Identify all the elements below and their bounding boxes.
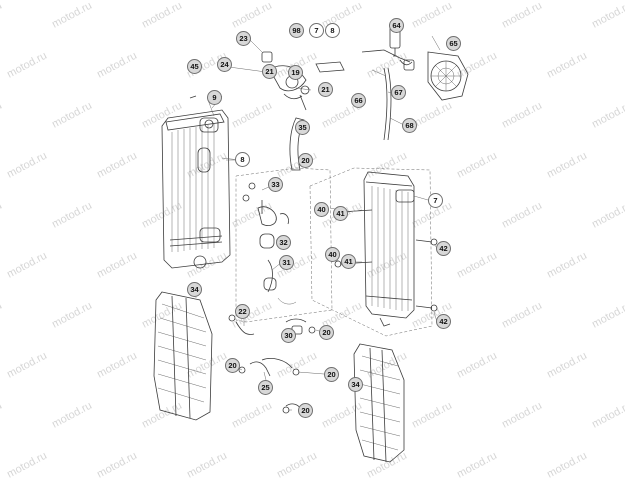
callout-33[interactable]: 33 (268, 177, 283, 192)
callout-34[interactable]: 34 (348, 377, 363, 392)
callout-7[interactable]: 7 (309, 23, 324, 38)
callout-41[interactable]: 41 (341, 254, 356, 269)
callout-8[interactable]: 8 (325, 23, 340, 38)
callout-66[interactable]: 66 (351, 93, 366, 108)
lower-hoses (228, 314, 316, 414)
left-radiator-guard (153, 291, 213, 421)
callout-20[interactable]: 20 (298, 403, 313, 418)
callout-40[interactable]: 40 (314, 202, 329, 217)
callout-20[interactable]: 20 (319, 325, 334, 340)
callout-65[interactable]: 65 (446, 36, 461, 51)
left-radiator (161, 99, 241, 269)
callout-64[interactable]: 64 (389, 18, 404, 33)
callout-31[interactable]: 31 (279, 255, 294, 270)
callout-67[interactable]: 67 (391, 85, 406, 100)
callout-24[interactable]: 24 (217, 57, 232, 72)
callout-7[interactable]: 7 (428, 193, 443, 208)
callout-42[interactable]: 42 (436, 314, 451, 329)
callout-30[interactable]: 30 (281, 328, 296, 343)
callout-20[interactable]: 20 (298, 153, 313, 168)
callout-35[interactable]: 35 (295, 120, 310, 135)
callout-21[interactable]: 21 (318, 82, 333, 97)
callout-20[interactable]: 20 (324, 367, 339, 382)
callout-32[interactable]: 32 (276, 235, 291, 250)
callout-40[interactable]: 40 (325, 247, 340, 262)
right-radiator-guard (353, 343, 405, 463)
callout-34[interactable]: 34 (187, 282, 202, 297)
callout-42[interactable]: 42 (436, 241, 451, 256)
callout-8[interactable]: 8 (235, 152, 250, 167)
callout-41[interactable]: 41 (333, 206, 348, 221)
callout-19[interactable]: 19 (288, 65, 303, 80)
callout-45[interactable]: 45 (187, 59, 202, 74)
callout-20[interactable]: 20 (225, 358, 240, 373)
callout-22[interactable]: 22 (235, 304, 250, 319)
callout-23[interactable]: 23 (236, 31, 251, 46)
callout-68[interactable]: 68 (402, 118, 417, 133)
callout-98[interactable]: 98 (289, 23, 304, 38)
callout-21[interactable]: 21 (262, 64, 277, 79)
callout-9[interactable]: 9 (207, 90, 222, 105)
callout-25[interactable]: 25 (258, 380, 273, 395)
exploded-view-drawing (153, 25, 469, 463)
hose-group-panel (235, 167, 333, 323)
